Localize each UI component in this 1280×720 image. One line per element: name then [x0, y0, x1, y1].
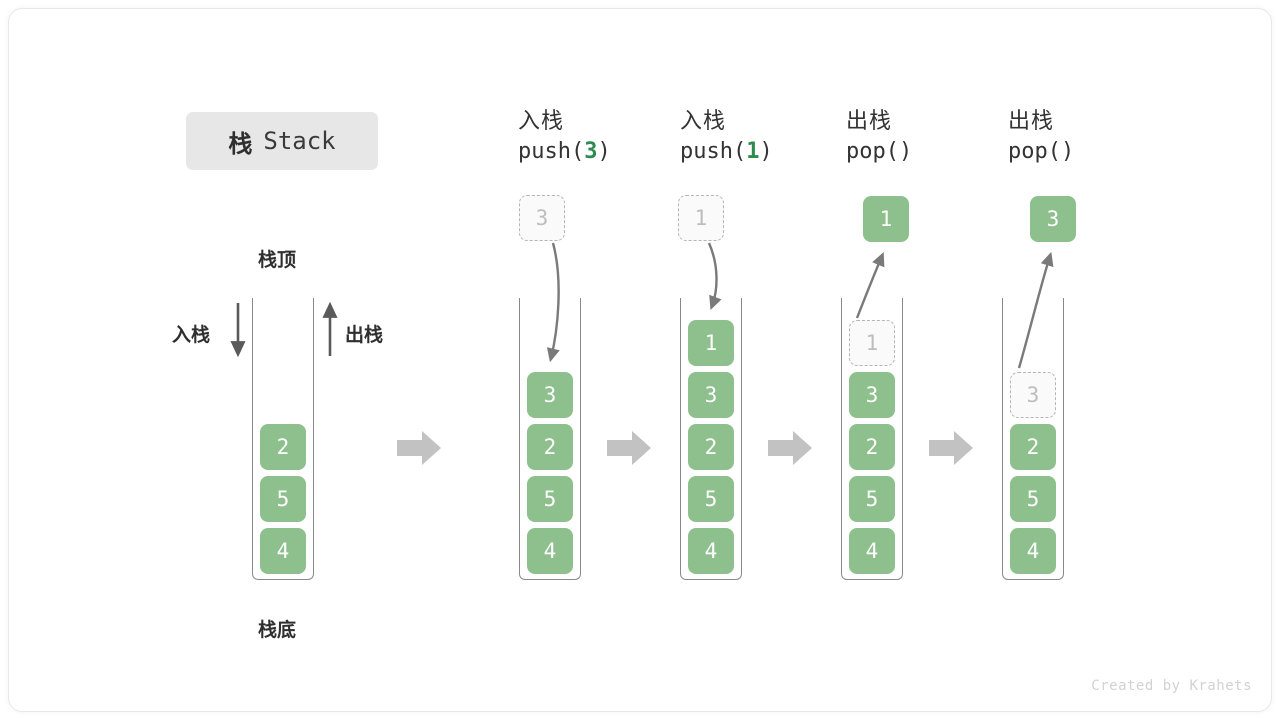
stack-container-push-1: [680, 298, 742, 580]
block-arrow-right-icon-2: [607, 429, 651, 467]
stack-container-push-3: [519, 298, 581, 580]
operation-code-label: pop(): [846, 139, 913, 164]
stack-cell: 2: [527, 424, 573, 470]
operation-code-label: push(3): [518, 139, 611, 164]
stack-cell: 4: [1010, 528, 1056, 574]
column-head-pop-1: 出栈 pop(): [846, 106, 1006, 168]
stack-cell: 3: [527, 372, 573, 418]
floating-cell-push-1: 1: [678, 195, 724, 241]
stack-cell: 5: [527, 476, 573, 522]
stack-bottom-label: 栈底: [258, 620, 297, 641]
stack-cell: 1: [688, 320, 734, 366]
block-arrow-right-icon-3: [768, 429, 812, 467]
stack-cell: 4: [849, 528, 895, 574]
stack-container-initial: [252, 298, 314, 580]
pop-direction-label: 出栈: [345, 325, 384, 346]
stack-cell: 2: [260, 424, 306, 470]
stack-cell: 4: [260, 528, 306, 574]
operation-cn-label: 入栈: [680, 108, 727, 133]
push-direction-label: 入栈: [172, 325, 211, 346]
stack-top-label: 栈顶: [258, 250, 297, 271]
title-en: Stack: [263, 127, 336, 155]
operation-arg: 3: [584, 139, 598, 164]
stack-cell-removed: 1: [849, 320, 895, 366]
operation-code-label: pop(): [1008, 139, 1075, 164]
stack-container-pop-1: [841, 298, 903, 580]
stack-cell: 3: [688, 372, 734, 418]
stack-cell: 5: [849, 476, 895, 522]
stack-cell: 2: [688, 424, 734, 470]
stack-container-pop-3: [1002, 298, 1064, 580]
block-arrow-right-icon-4: [929, 429, 973, 467]
column-head-push-3: 入栈 push(3): [518, 106, 678, 168]
operation-code-label: push(1): [680, 139, 773, 164]
operation-cn-label: 出栈: [1008, 108, 1055, 133]
column-head-push-1: 入栈 push(1): [680, 106, 840, 168]
stack-cell: 4: [688, 528, 734, 574]
floating-cell-pop-3: 3: [1030, 196, 1076, 242]
block-arrow-right-icon-1: [397, 429, 441, 467]
column-head-pop-3: 出栈 pop(): [1008, 106, 1168, 168]
stack-cell: 5: [260, 476, 306, 522]
floating-cell-pop-1: 1: [863, 196, 909, 242]
stack-cell: 3: [849, 372, 895, 418]
operation-cn-label: 入栈: [518, 108, 565, 133]
operation-cn-label: 出栈: [846, 108, 893, 133]
watermark: Created by Krahets: [1091, 678, 1252, 694]
stack-cell: 5: [688, 476, 734, 522]
stack-cell: 2: [849, 424, 895, 470]
title-badge: 栈 Stack: [186, 112, 378, 170]
title-cn: 栈: [228, 130, 254, 158]
stack-cell-removed: 3: [1010, 372, 1056, 418]
operation-arg: 1: [746, 139, 760, 164]
floating-cell-push-3: 3: [519, 195, 565, 241]
stack-cell: 2: [1010, 424, 1056, 470]
stack-cell: 4: [527, 528, 573, 574]
stack-cell: 5: [1010, 476, 1056, 522]
